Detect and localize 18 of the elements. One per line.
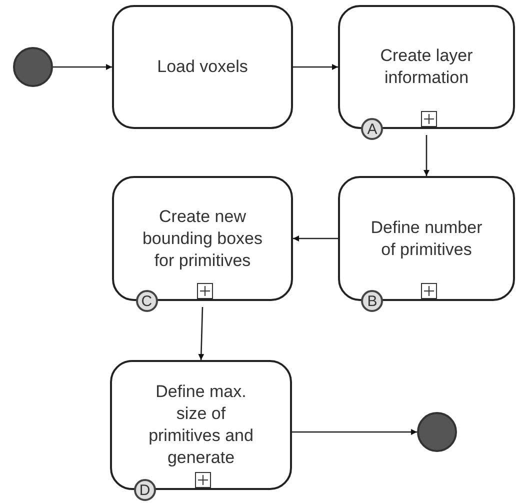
event-circle: [13, 47, 53, 87]
task-label: Create layer information: [379, 45, 474, 89]
task-label: Create new bounding boxes for primitives: [142, 206, 264, 272]
arrow: [292, 429, 417, 435]
arrow: [53, 64, 112, 70]
task-box: [112, 5, 293, 129]
marker-letter: D: [134, 479, 156, 501]
arrow: [198, 306, 204, 360]
arrow: [293, 236, 338, 242]
marker-letter: A: [361, 118, 384, 140]
task-label: Define number of primitives: [370, 216, 484, 260]
arrow: [424, 135, 430, 176]
marker-letter: C: [136, 290, 158, 312]
task-label: Load voxels: [157, 56, 248, 78]
marker-letter: B: [361, 290, 384, 312]
arrow: [293, 64, 338, 70]
task-label: Define max. size of primitives and generate: [148, 381, 254, 469]
event-circle: [417, 412, 457, 452]
